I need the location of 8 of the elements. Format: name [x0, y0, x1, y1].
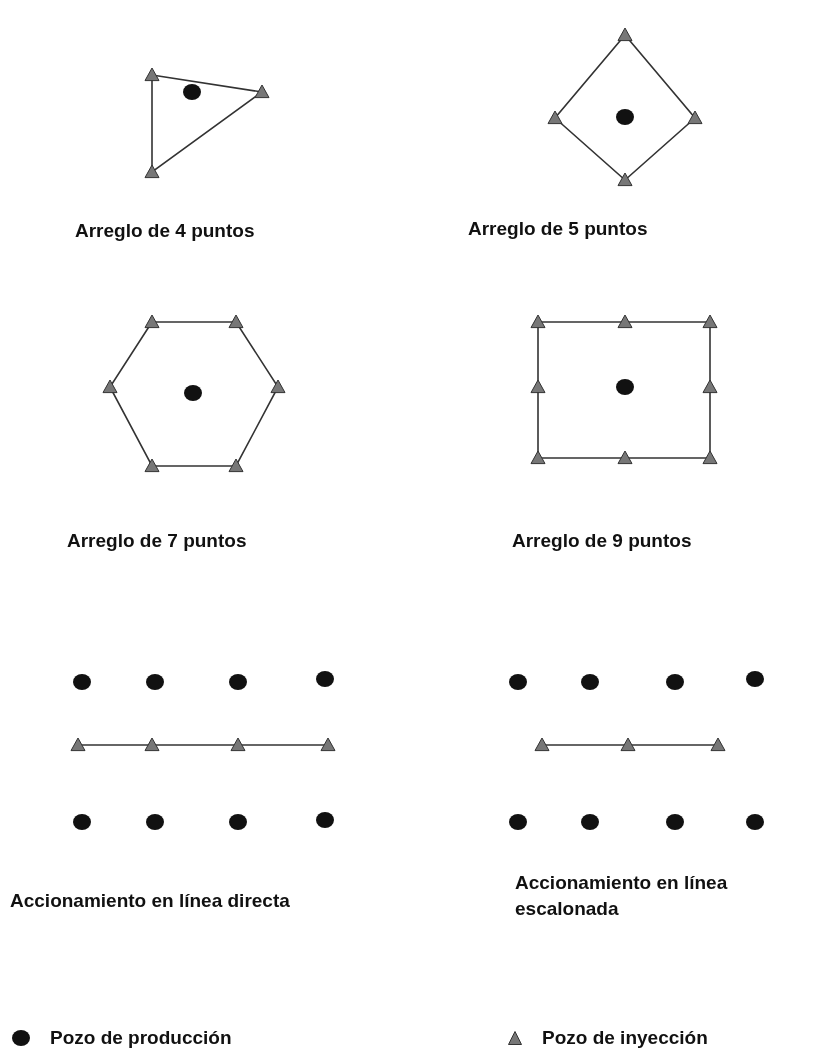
- legend-label: Pozo de producción: [50, 1026, 232, 1050]
- legend-label: Pozo de inyección: [542, 1026, 708, 1050]
- pattern-caption: Arreglo de 7 puntos: [67, 529, 248, 553]
- pattern-caption: Arreglo de 5 puntos: [468, 217, 649, 241]
- pattern-caption: Accionamiento en línea escalonada: [515, 871, 729, 921]
- pattern-caption: Arreglo de 9 puntos: [512, 529, 693, 553]
- pattern-caption: Accionamiento en línea directa: [10, 889, 291, 913]
- pattern-caption: Arreglo de 4 puntos: [75, 219, 256, 243]
